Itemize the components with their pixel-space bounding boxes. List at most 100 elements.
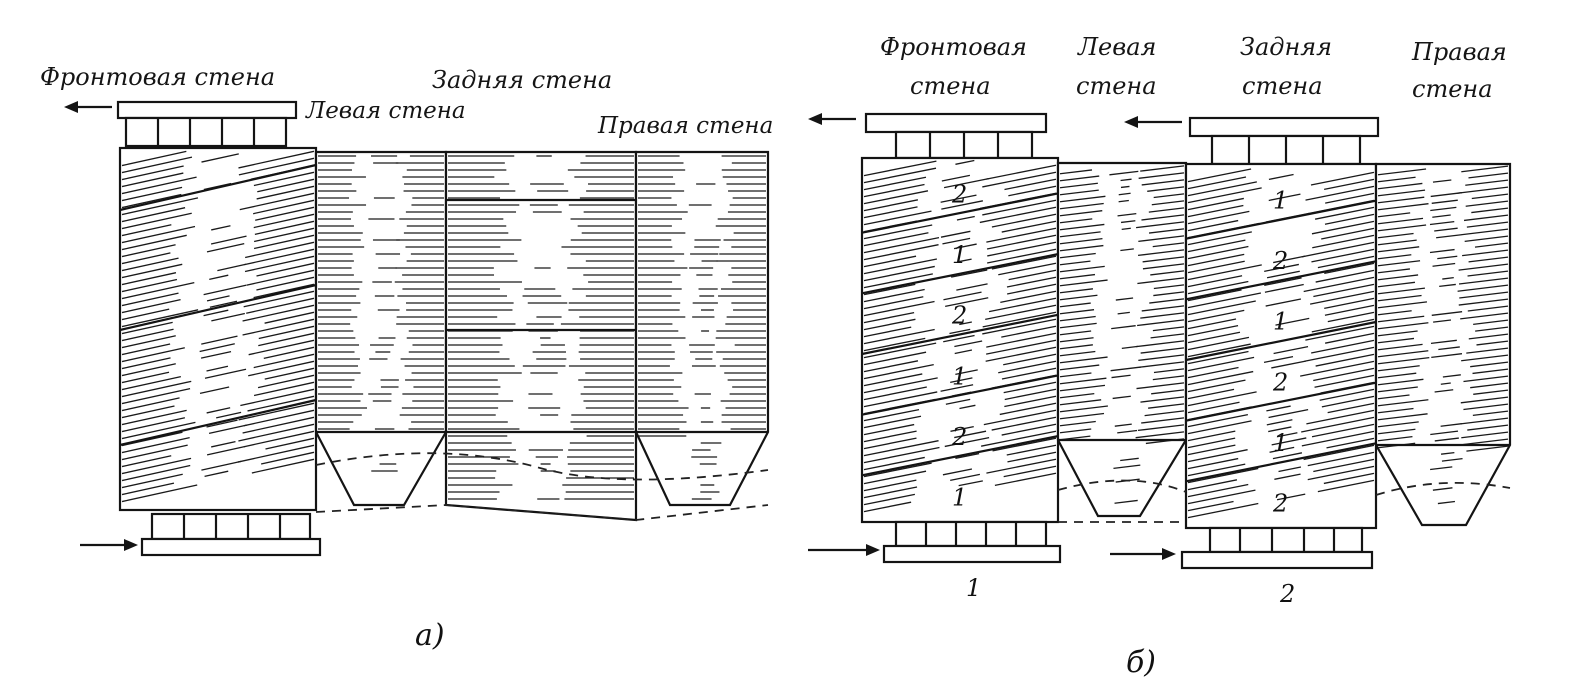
hatch-stroke bbox=[1377, 217, 1424, 225]
hatch-stroke bbox=[1377, 189, 1426, 197]
hatch-stroke bbox=[1465, 179, 1509, 186]
dashed-line-b-left bbox=[1057, 479, 1187, 493]
hatch-stroke bbox=[1141, 214, 1185, 221]
hatch-stroke bbox=[863, 255, 917, 268]
hatch-stroke bbox=[863, 391, 938, 408]
hatch-stroke bbox=[1377, 386, 1418, 393]
hatch-stroke bbox=[1059, 350, 1096, 357]
panel-a-right-wall bbox=[634, 150, 770, 507]
hatch-stroke bbox=[1377, 203, 1429, 211]
hatch-stroke bbox=[1152, 375, 1185, 381]
band-number: 2 bbox=[951, 180, 967, 208]
hatch-stroke bbox=[121, 197, 199, 216]
hatch-stroke bbox=[940, 384, 974, 392]
hatch-stroke bbox=[998, 360, 1057, 374]
hatch-stroke bbox=[863, 377, 938, 394]
hatch-stroke bbox=[987, 241, 1057, 257]
hatch-stroke bbox=[248, 360, 315, 377]
hatch-stroke bbox=[1324, 213, 1375, 225]
hatch-stroke bbox=[1117, 212, 1137, 217]
hatch-stroke bbox=[1138, 354, 1185, 362]
hatch-stroke bbox=[863, 224, 933, 240]
hatch-stroke bbox=[1377, 212, 1411, 218]
hatch-stroke bbox=[986, 332, 1057, 348]
hatch-stroke bbox=[863, 423, 915, 436]
hatch-stroke bbox=[1430, 192, 1463, 198]
hatch-stroke bbox=[954, 349, 973, 355]
hatch-stroke bbox=[1118, 192, 1131, 196]
hatch-stroke bbox=[1187, 289, 1242, 302]
band-number: 1 bbox=[1273, 429, 1288, 457]
hatch-stroke bbox=[863, 470, 927, 485]
hatch-stroke bbox=[1059, 265, 1105, 273]
hatch-stroke bbox=[1264, 283, 1304, 293]
hatch-stroke bbox=[121, 176, 197, 195]
hatch-stroke bbox=[1466, 445, 1509, 452]
hatch-stroke bbox=[1059, 202, 1104, 210]
hatch-stroke bbox=[211, 312, 245, 322]
band-divider bbox=[861, 313, 1059, 356]
hatch-stroke bbox=[1326, 437, 1375, 449]
hatch-stroke bbox=[1187, 300, 1256, 316]
hatch-stroke bbox=[209, 274, 229, 280]
hatch-stroke bbox=[1187, 176, 1247, 190]
hatch-stroke bbox=[199, 386, 230, 395]
arrow-a-bottom-in bbox=[80, 539, 138, 551]
hatch-stroke bbox=[1377, 394, 1410, 400]
hatch-stroke bbox=[121, 347, 185, 363]
hatch-stroke bbox=[863, 244, 939, 261]
hatch-stroke bbox=[1187, 231, 1252, 246]
hatch-stroke bbox=[121, 207, 186, 223]
hatch-stroke bbox=[1311, 318, 1375, 333]
hatch-stroke bbox=[987, 248, 1057, 264]
hatch-stroke bbox=[1311, 220, 1375, 235]
arrow-b-top2-out bbox=[1124, 116, 1182, 128]
hatch-stroke bbox=[1377, 260, 1421, 267]
label-b-back-line2: стена bbox=[1242, 72, 1323, 100]
band-number: 1 bbox=[952, 484, 967, 512]
hatch-stroke bbox=[1377, 176, 1416, 183]
hatch-stroke bbox=[944, 436, 990, 448]
hatch-stroke bbox=[959, 404, 976, 410]
hatch-stroke bbox=[1300, 360, 1375, 377]
hatch-stroke bbox=[863, 493, 916, 506]
hatch-stroke bbox=[1310, 171, 1375, 186]
hatch-stroke bbox=[1137, 319, 1185, 327]
hatch-stroke bbox=[1120, 248, 1134, 252]
hatch-stroke bbox=[1118, 199, 1129, 203]
hatch-stroke bbox=[863, 265, 935, 282]
hatch-stroke bbox=[1120, 185, 1130, 189]
hatch-stroke bbox=[943, 178, 989, 189]
hatch-stroke bbox=[863, 337, 926, 352]
hatch-stroke bbox=[1187, 260, 1245, 274]
hatch-stroke bbox=[940, 230, 971, 238]
hatch-stroke bbox=[1187, 168, 1252, 183]
collector-b-label-1: 1 bbox=[966, 574, 981, 602]
hatch-stroke bbox=[253, 234, 315, 250]
hatch-stroke bbox=[1111, 374, 1131, 379]
hatch-stroke bbox=[1377, 407, 1414, 414]
hatch-stroke bbox=[1152, 326, 1185, 332]
hatch-stroke bbox=[1324, 178, 1375, 191]
panel-a-back-wall bbox=[444, 150, 638, 522]
hatch-stroke bbox=[1187, 463, 1246, 477]
hatch-stroke bbox=[238, 157, 315, 176]
hatch-stroke bbox=[258, 332, 315, 347]
hatch-stroke bbox=[238, 402, 315, 421]
hatch-stroke bbox=[863, 176, 927, 191]
hatch-stroke bbox=[950, 426, 974, 432]
hatch-stroke bbox=[1059, 420, 1096, 427]
hatch-stroke bbox=[121, 335, 176, 349]
hatch-stroke bbox=[244, 248, 315, 266]
hatch-stroke bbox=[988, 297, 1057, 313]
hatch-stroke bbox=[940, 194, 977, 203]
hatch-stroke bbox=[863, 258, 938, 275]
arrow-b-bottom1-in bbox=[808, 544, 880, 556]
hatch-stroke bbox=[998, 262, 1057, 276]
hatch-stroke bbox=[1187, 413, 1248, 428]
hatch-stroke bbox=[1301, 241, 1375, 258]
band-number: 1 bbox=[1273, 308, 1288, 336]
hatch-stroke bbox=[1114, 423, 1132, 427]
hatch-stroke bbox=[1324, 332, 1375, 344]
hatch-stroke bbox=[121, 165, 184, 181]
